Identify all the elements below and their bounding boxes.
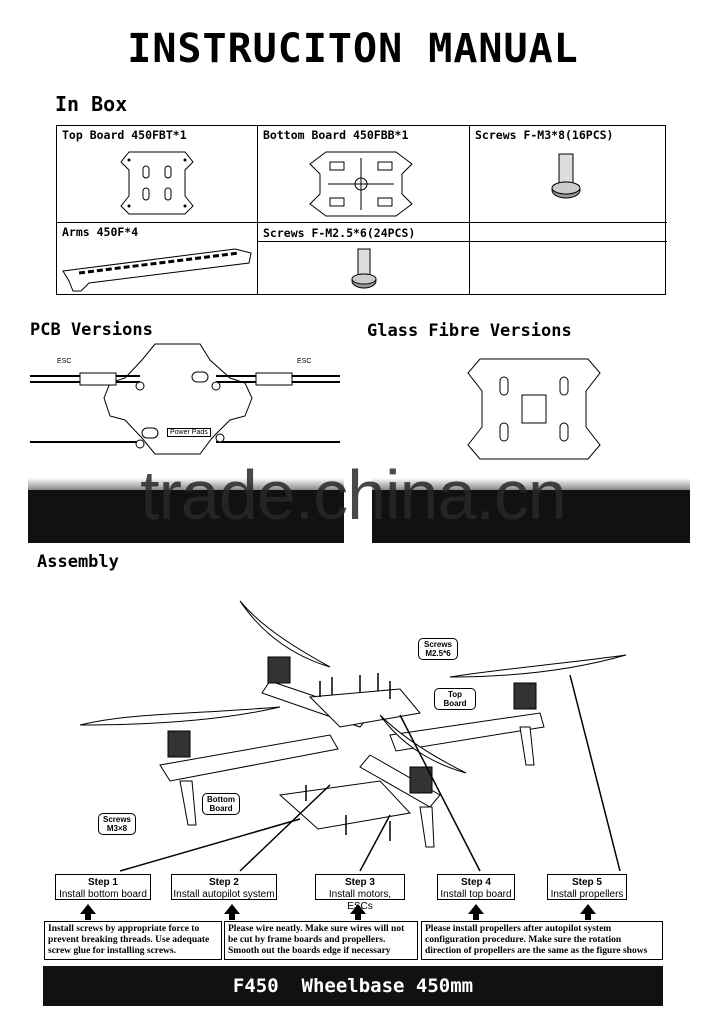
cell-screws-m25: Screws F-M2.5*6(24PCS) xyxy=(258,223,470,294)
callout-line: Bottom xyxy=(207,795,235,804)
step-desc: Install top board xyxy=(440,889,512,900)
cell-top-board: Top Board 450FBT*1 xyxy=(57,126,258,223)
cell-arms: Arms 450F*4 xyxy=(57,223,258,294)
item-label: Bottom Board 450FBB*1 xyxy=(263,128,409,142)
watermark: trade.china.cn xyxy=(140,456,567,534)
callout-bottom-board: Bottom Board xyxy=(202,793,240,815)
glass-fade xyxy=(372,478,690,490)
callout-screws-m3: Screws M3×8 xyxy=(98,813,136,835)
item-label: Screws F-M3*8(16PCS) xyxy=(475,128,614,142)
pcb-fade xyxy=(28,478,344,490)
pcb-versions-heading: PCB Versions xyxy=(30,320,153,340)
callout-line: Board xyxy=(209,804,233,813)
step-name: Step 1 xyxy=(87,877,118,888)
callout-screws-m25: Screws M2.5*6 xyxy=(418,638,458,660)
note-screws: Install screws by appropriate force to p… xyxy=(44,921,222,960)
step-name: Step 5 xyxy=(571,877,602,888)
assembly-diagram xyxy=(79,600,627,872)
power-pads-label: Power Pads xyxy=(167,428,211,437)
top-board-icon xyxy=(120,151,194,215)
item-label: Top Board 450FBT*1 xyxy=(62,128,187,142)
step-3-box: Step 3 Install motors, ESCs xyxy=(315,874,405,912)
step-5-box: Step 5 Install propellers xyxy=(547,874,627,900)
note-wiring: Please wire neatly. Make sure wires will… xyxy=(224,921,418,960)
esc-label-left: ESC xyxy=(57,358,72,365)
callout-line: M3×8 xyxy=(106,824,128,833)
note-propellers: Please install propellers after autopilo… xyxy=(421,921,663,960)
esc-label-right: ESC xyxy=(297,358,312,365)
step-1-box: Step 1 Install bottom board xyxy=(55,874,151,900)
pcb-board-drawing xyxy=(30,343,340,455)
glass-dark-band xyxy=(372,489,690,543)
screw-icon xyxy=(551,153,581,199)
step-desc: Install propellers xyxy=(550,889,624,900)
item-label: Arms 450F*4 xyxy=(62,225,139,239)
arm-icon xyxy=(62,248,252,292)
callout-line: Screws xyxy=(423,640,453,649)
step-4-box: Step 4 Install top board xyxy=(437,874,515,900)
step-2-box: Step 2 Install autopilot system xyxy=(171,874,277,900)
in-box-table: Top Board 450FBT*1 Bottom Board 450FBB*1… xyxy=(56,125,667,295)
callout-line: Screws xyxy=(102,815,132,824)
page-title: INSTRUCITON MANUAL xyxy=(127,26,579,72)
footer-banner: F450 Wheelbase 450mm xyxy=(43,966,663,1006)
pcb-dark-band xyxy=(28,489,344,543)
in-box-heading: In Box xyxy=(55,92,128,116)
cell-empty xyxy=(470,223,667,294)
item-label: Screws F-M2.5*6(24PCS) xyxy=(263,226,416,240)
screw-icon xyxy=(351,248,377,289)
step-name: Step 2 xyxy=(208,877,239,888)
bottom-board-icon xyxy=(309,151,413,217)
callout-top-board: Top Board xyxy=(434,688,476,710)
step-desc: Install bottom board xyxy=(59,889,147,900)
glass-fibre-heading: Glass Fibre Versions xyxy=(367,321,572,341)
assembly-heading: Assembly xyxy=(37,552,119,572)
step-name: Step 3 xyxy=(344,877,375,888)
step-arrows xyxy=(80,904,596,920)
step-desc: Install autopilot system xyxy=(173,889,275,900)
divider xyxy=(258,241,470,242)
cell-bottom-board: Bottom Board 450FBB*1 xyxy=(258,126,470,223)
glass-fibre-board-drawing xyxy=(467,358,601,460)
cell-screws-m3: Screws F-M3*8(16PCS) xyxy=(470,126,667,223)
callout-line: M2.5*6 xyxy=(425,649,451,658)
step-name: Step 4 xyxy=(460,877,491,888)
divider xyxy=(470,241,667,242)
